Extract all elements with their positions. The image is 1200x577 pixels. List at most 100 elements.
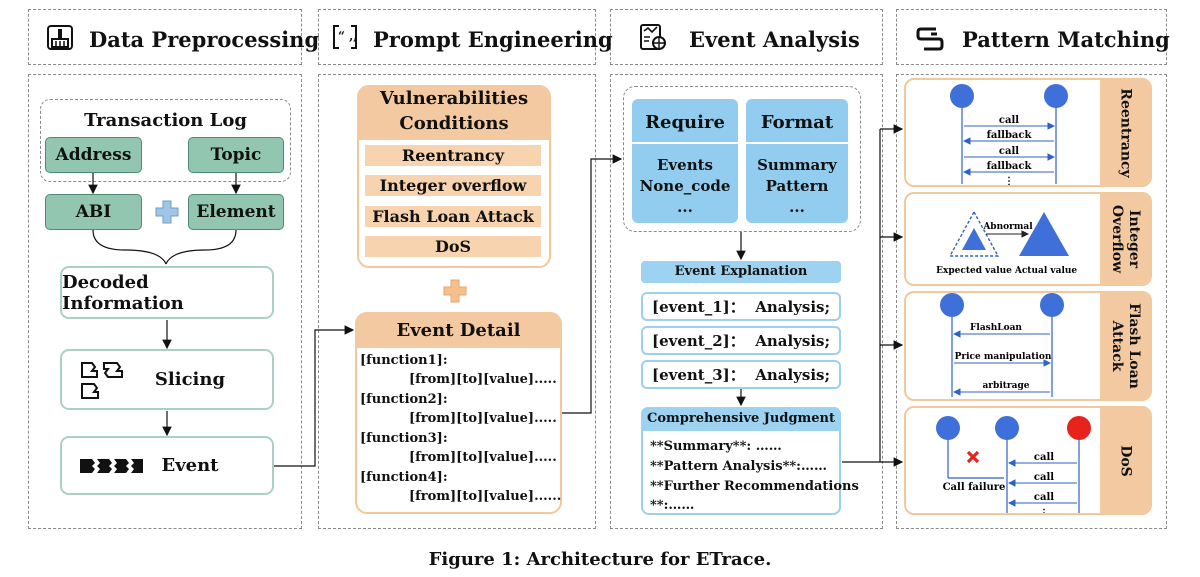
plus-icon-orange: [443, 279, 467, 303]
dos-msg-1: call: [1034, 452, 1054, 463]
failure-x-icon: [966, 450, 980, 464]
reentrancy-node-b: [1044, 84, 1068, 108]
function4-args: [from][to][value]......: [409, 489, 562, 504]
function2-args: [from][to][value].....: [409, 411, 557, 426]
dos-tab: DoS: [1100, 408, 1150, 513]
require-item-none-code: None_code: [639, 177, 731, 195]
reentrancy-msg-4: fallback: [987, 161, 1033, 172]
reentrancy-sequence-diagram: call fallback call fallback ⋮: [950, 84, 1068, 187]
event-explanation-header: Event Explanation: [641, 261, 841, 283]
function4-name: [function4]:: [360, 470, 448, 485]
dos-dots: ⋮: [1039, 508, 1049, 515]
format-item-summary: Summary: [757, 156, 837, 174]
function3-name: [function3]:: [360, 431, 448, 446]
flashloan-tab: Flash Loan Attack: [1100, 293, 1150, 399]
dos-sequence-diagram: call call call Call failure ⋮: [936, 416, 1091, 515]
judgment-line-4: **:……: [650, 498, 695, 513]
require-item-events: Events: [657, 156, 713, 174]
pattern-icon: [916, 27, 944, 51]
slicing-label: Slicing: [154, 369, 226, 390]
require-title: Require: [645, 112, 725, 133]
quote-icon: “ ,,: [333, 25, 357, 49]
overflow-actual: Actual value: [1014, 266, 1078, 276]
pattern-integer-overflow: Integer Overflow Abnormal Expected value…: [904, 192, 1152, 286]
reentrancy-dots: ⋮: [1004, 176, 1014, 187]
overflow-label-line-1: Integer: [1126, 209, 1142, 269]
topic-box: Topic: [188, 137, 284, 173]
reentrancy-node-a: [950, 84, 974, 108]
panel-pattern-matching: [896, 74, 1167, 529]
function1-name: [function1]:: [360, 353, 448, 368]
section-title-pattern-matching: Pattern Matching: [962, 27, 1170, 52]
flashloan-msg-2: Price manipulation: [955, 352, 1052, 362]
event-label: Event: [161, 455, 219, 476]
reentrancy-msg-1: call: [999, 115, 1019, 126]
slicing-box: Slicing: [60, 349, 274, 410]
require-box: [632, 99, 738, 223]
format-item-more: ...: [789, 198, 805, 216]
section-title-event-analysis: Event Analysis: [689, 27, 860, 52]
broom-icon: [47, 25, 73, 50]
format-title: Format: [760, 112, 834, 133]
event-row-1: [event_1]： Analysis;: [641, 292, 841, 321]
pattern-dos: DoS call call call Call failure ⋮: [904, 406, 1152, 515]
flashloan-label-line-2: Attack: [1109, 320, 1125, 372]
section-title-data-preprocessing: Data Preprocessing: [89, 27, 320, 52]
function2-name: [function2]:: [360, 392, 448, 407]
analysis-icon: [640, 24, 666, 50]
reentrancy-msg-2: fallback: [987, 130, 1033, 141]
vuln-reentrancy: Reentrancy: [365, 145, 541, 166]
pattern-flash-loan: Flash Loan Attack FlashLoan Price manipu…: [904, 291, 1152, 401]
header-pattern-matching: [896, 9, 1167, 65]
judgment-header: Comprehensive Judgment: [641, 407, 841, 431]
decoded-information-box: Decoded Information: [60, 266, 274, 319]
overflow-label: Integer Overflow: [1108, 205, 1142, 273]
reentrancy-label: Reentrancy: [1117, 87, 1134, 178]
flashloan-msg-1: FlashLoan: [970, 323, 1022, 333]
reentrancy-msg-3: call: [999, 146, 1019, 157]
flashloan-node-b: [1040, 293, 1064, 317]
format-item-pattern: Pattern: [765, 177, 829, 195]
vulnerabilities-title-1: Vulnerabilities: [379, 88, 529, 109]
format-box: [746, 99, 848, 223]
overflow-abnormal: Abnormal: [982, 222, 1033, 232]
vuln-dos: DoS: [365, 236, 541, 257]
format-divider: [746, 142, 848, 144]
transaction-log-group: [40, 99, 291, 182]
header-data-preprocessing: [28, 9, 302, 65]
element-box: Element: [188, 194, 284, 230]
chain-icon: [80, 459, 143, 473]
flashloan-msg-3: arbitrage: [982, 381, 1029, 391]
event-box: Event: [60, 436, 274, 495]
dos-failure: Call failure: [943, 482, 1006, 493]
reentrancy-tab: Reentrancy: [1100, 80, 1150, 185]
actual-triangle: [1019, 212, 1069, 256]
dos-node-b: [995, 416, 1019, 440]
dos-node-a: [936, 416, 960, 440]
header-event-analysis: [610, 9, 883, 65]
address-box: Address: [45, 137, 142, 173]
panel-data-preprocessing: [28, 74, 302, 529]
function1-args: [from][to][value].....: [409, 372, 557, 387]
abi-box: ABI: [45, 194, 142, 230]
dos-label: DoS: [1117, 444, 1134, 477]
flashloan-sequence-diagram: FlashLoan Price manipulation arbitrage: [940, 293, 1064, 397]
judgment-line-1: **Summary**: ……: [650, 439, 782, 454]
header-prompt-engineering: [318, 9, 596, 65]
require-divider: [632, 142, 738, 144]
puzzle-icon: [81, 362, 123, 399]
require-item-more: ...: [677, 198, 693, 216]
vulnerabilities-header: [357, 85, 551, 140]
overflow-label-line-2: Overflow: [1109, 204, 1125, 274]
plus-icon: [155, 200, 179, 224]
transaction-log-title: Transaction Log: [84, 110, 247, 131]
flashloan-label: Flash Loan Attack: [1108, 303, 1142, 389]
overflow-expected: Expected value: [936, 266, 1012, 276]
overflow-diagram: Abnormal Expected value Actual value: [936, 210, 1078, 276]
pattern-reentrancy: Reentrancy call fallback call fallback ⋮: [904, 78, 1152, 187]
overflow-tab: Integer Overflow: [1100, 194, 1150, 284]
expected-triangle: [962, 228, 986, 250]
svg-text:“ ,,: “ ,,: [338, 29, 357, 43]
event-row-2: [event_2]： Analysis;: [641, 326, 841, 355]
event-detail-title: Event Detail: [396, 320, 521, 341]
